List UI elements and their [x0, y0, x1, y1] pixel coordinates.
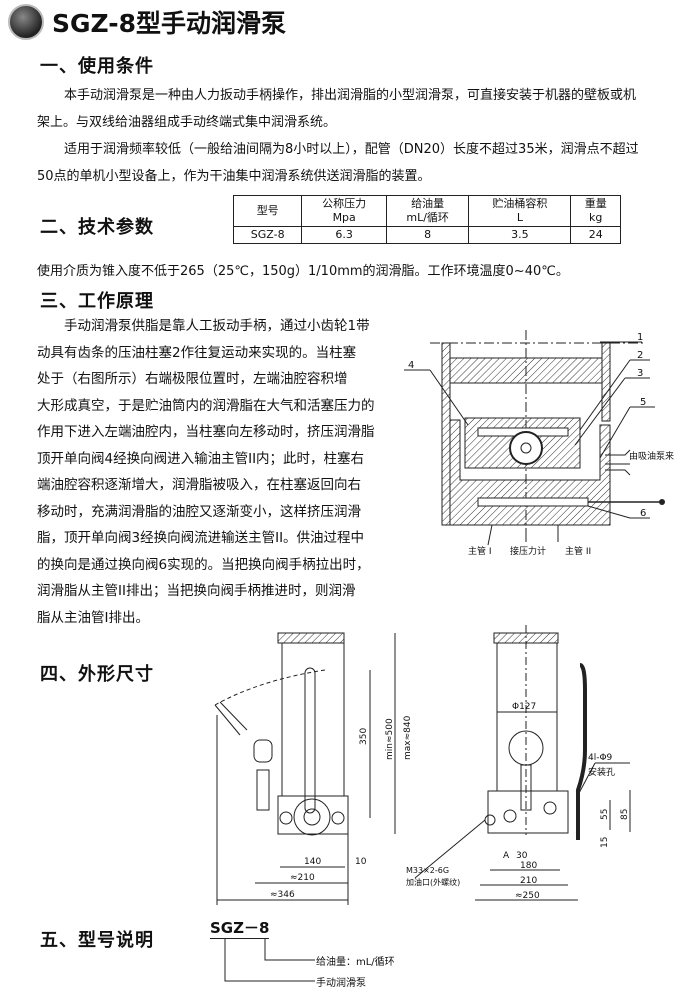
dim-55: 55 [600, 809, 610, 820]
dim-max: max≈840 [403, 715, 413, 760]
s3-line: 大形成真空，于是贮油筒内的润滑脂在大气和活塞压力的 [37, 397, 375, 414]
s3-line: 手动润滑泵供脂是靠人工扳动手柄，通过小齿轮1带 [64, 318, 370, 334]
s3-line: 脂，顶开单向阀3经换向阀流进输送主管II。供油过程中 [37, 530, 365, 546]
dim-85: 85 [620, 809, 630, 820]
s3-line: 动具有齿条的压油柱塞2作往复运动来实现的。当柱塞 [37, 344, 357, 361]
mount-holes-label: 安装孔 [588, 766, 615, 778]
section-2-heading: 二、技术参数 [40, 217, 154, 238]
callout-1: 1 [637, 332, 643, 343]
table-row: SGZ-8 6.3 8 3.5 24 [232, 226, 621, 244]
section-5-heading: 五、型号说明 [40, 930, 154, 951]
model-code: SGZ－8 [210, 919, 270, 939]
s1-line: 架上。与双线给油器组成手动终端式集中润滑系统。 [37, 115, 337, 130]
pipe-2-label: 主管 II [565, 545, 591, 557]
s3-line: 的换向是通过换向阀6实现的。当把换向阀手柄拉出时， [37, 556, 370, 573]
dim-a: A [503, 851, 510, 861]
s1-line: 适用于润滑频率较低（一般给油间隔为8小时以上），配管（DN20）长度不超过35米… [64, 142, 639, 157]
callout-4: 4 [408, 360, 414, 371]
s1-line: 50点的单机小型设备上，作为干油集中润滑系统供送润滑脂的装置。 [37, 169, 431, 184]
section-4-heading: 四、外形尺寸 [40, 664, 154, 685]
s3-line: 顶开单向阀4经换向阀进入输油主管II内；此时，柱塞右 [37, 450, 365, 467]
model-desc-feed: 给油量：mL/循环 [316, 957, 395, 968]
dim-10: 10 [355, 857, 367, 867]
cell: SGZ-8 [232, 226, 303, 244]
dim-346: ≈346 [270, 890, 295, 900]
dim-210: 210 [520, 876, 537, 886]
fill-port-label: 加油口(外螺纹) [406, 877, 460, 887]
cell: 3.5 [468, 226, 572, 244]
dim-140: 140 [304, 857, 321, 867]
dim-350: 350 [359, 728, 369, 745]
title-text: SGZ-8型手动润滑泵 [52, 9, 286, 38]
model-desc-type: 手动润滑泵 [316, 978, 366, 989]
s3-line: 润滑脂从主管II排出；当把换向阀手柄推进时，则润滑 [37, 583, 356, 599]
s3-line: 移动时，充满润滑脂的油腔又逐渐变小，这样挤压润滑 [37, 503, 361, 520]
thread-dim: M33×2-6G [406, 866, 449, 875]
medium-note: 使用介质为锥入度不低于265（25℃，150g）1/10mm的润滑脂。工作环境温… [37, 264, 569, 279]
dim-250: ≈250 [515, 891, 540, 901]
dim-min: min≈500 [385, 718, 395, 760]
s3-line: 处于（右图所示）右端极限位置时，左端油腔容积增 [37, 371, 348, 387]
pipe-1-label: 主管 I [468, 545, 492, 557]
dim-180: 180 [520, 861, 537, 871]
callout-2: 2 [637, 350, 643, 361]
mount-holes-dim: 4l-Φ9 [588, 753, 613, 763]
pump-cross-section-diagram: 1 2 3 4 5 6 由吸油泵来 主管 I 接压力计 主管 II [404, 330, 674, 557]
front-view-drawing: Φ127 4l-Φ9 安装孔 55 85 15 A 30 180 210 ≈25… [406, 625, 631, 901]
model-code-leaders [224, 938, 315, 982]
section-1-heading: 一、使用条件 [40, 56, 154, 77]
s1-line: 本手动润滑泵是一种由人力扳动手柄操作，排出润滑脂的小型润滑泵，可直接安装于机器的… [64, 88, 637, 103]
section-3-heading: 三、工作原理 [40, 291, 154, 312]
s3-line: 作用下进入左端油腔内，当柱塞向左移动时，挤压润滑脂 [37, 424, 375, 440]
callout-5: 5 [640, 397, 646, 408]
bullet-ball-icon [8, 4, 44, 40]
th: 型号 [232, 195, 303, 227]
dim-30: 30 [516, 851, 528, 861]
page-title: SGZ-8型手动润滑泵 [8, 4, 286, 40]
dim-diameter: Φ127 [512, 702, 536, 712]
gauge-label: 接压力计 [510, 545, 546, 557]
side-view-drawing: 350 min≈500 max≈840 140 10 ≈210 ≈346 [214, 632, 413, 905]
cell: 6.3 [301, 226, 387, 244]
callout-6: 6 [640, 508, 646, 519]
s3-line: 脂从主油管I排出。 [37, 609, 149, 626]
s3-line: 端油腔容积逐渐增大，润滑脂被吸入，在柱塞返回向右 [37, 477, 361, 493]
dim-210: ≈210 [290, 873, 315, 883]
cell: 24 [570, 226, 621, 244]
cell: 8 [385, 226, 470, 244]
callout-3: 3 [637, 368, 643, 379]
inlet-label: 由吸油泵来 [629, 450, 674, 462]
dim-15: 15 [600, 837, 610, 848]
